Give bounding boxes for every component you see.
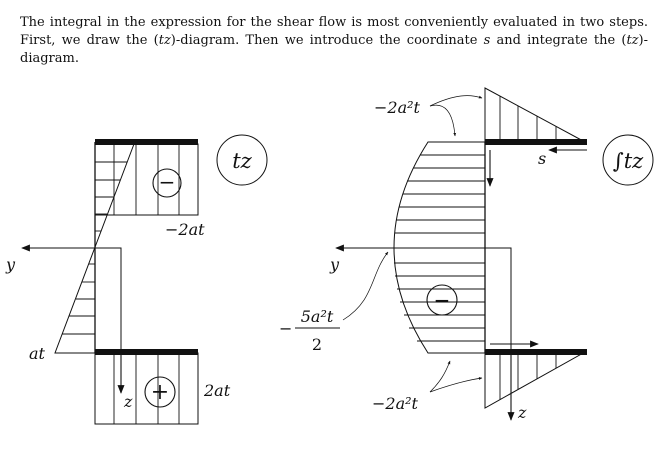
label-top-minus-2a2t: −2a²t — [374, 98, 421, 117]
minus-circle — [152, 168, 182, 198]
center-minus-circle — [426, 284, 458, 316]
intro-paragraph: The integral in the expression for the s… — [20, 15, 648, 66]
integral-badge-label: ∫tz — [613, 149, 644, 173]
axis-s: s — [538, 149, 546, 168]
label-mid-minus: − — [279, 319, 292, 338]
label-at: at — [29, 344, 46, 363]
tz-badge — [216, 134, 268, 186]
bottom-sign: + — [151, 380, 169, 405]
label-mid-numerator: 5a²t — [301, 307, 334, 326]
bottom-flange-diagram — [94, 352, 199, 425]
label-mid-denominator: 2 — [312, 335, 322, 354]
leader-top-1 — [429, 104, 457, 137]
leader-bottom-1 — [429, 360, 451, 393]
bottom-flange-hatching — [113, 353, 180, 424]
axis-z-left: z — [123, 392, 133, 411]
leader-mid — [342, 251, 389, 321]
label-minus-2at: −2at — [165, 220, 205, 239]
web-hatching — [62, 161, 127, 335]
leader-bottom-2 — [429, 377, 483, 393]
tz-badge-label: tz — [232, 149, 252, 173]
axis-z-right: z — [517, 403, 527, 422]
right-diagram — [295, 87, 654, 421]
plus-circle — [144, 376, 176, 408]
top-sign: − — [159, 170, 176, 194]
label-2at: 2at — [203, 381, 231, 400]
bottom-triangle-hatching — [499, 352, 557, 400]
top-flange-hatching — [113, 144, 180, 215]
section-outline — [95, 247, 122, 353]
axis-y-right: y — [329, 255, 340, 274]
leader-top-2 — [429, 95, 483, 107]
integral-badge — [602, 134, 654, 186]
left-diagram — [21, 134, 268, 425]
center-sign: − — [434, 288, 451, 312]
top-triangle-hatching — [499, 96, 557, 142]
parabola-hatching — [394, 154, 485, 342]
top-flange-diagram — [94, 143, 199, 216]
section-outline-right — [485, 247, 512, 353]
axis-y-left: y — [5, 255, 16, 274]
label-bottom-minus-2a2t: −2a²t — [372, 394, 419, 413]
